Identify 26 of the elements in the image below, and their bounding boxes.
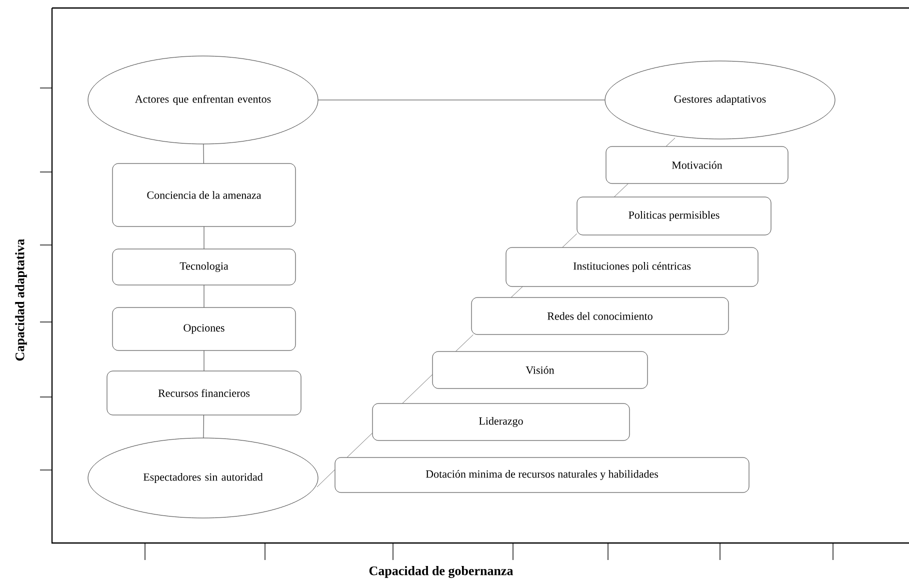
rounded-box: Dotación minima de recursos naturales y habilidades [334, 457, 750, 493]
rounded-box: Motivación [606, 146, 788, 184]
rounded-box: Liderazgo [372, 403, 630, 441]
ellipse-node: Espectadores sin autoridad [88, 438, 318, 518]
connector-line [614, 184, 628, 197]
connector-line [346, 432, 372, 458]
rounded-box: Tecnologia [112, 248, 296, 286]
rounded-box: Recursos financieros [106, 370, 302, 416]
rounded-box: Conciencia de la amenaza [112, 163, 296, 227]
rounded-box: Visión [432, 351, 648, 389]
axis-title: Capacidad de gobernanza [369, 566, 514, 578]
ellipse-node: Gestores adaptativos [604, 60, 836, 140]
connector-line [316, 470, 335, 488]
connector-line [456, 334, 474, 352]
connector-line [562, 234, 577, 248]
rounded-box: Opciones [112, 307, 296, 351]
connector-line [203, 144, 204, 164]
ellipse-node: Actores que enfrentan eventos [88, 56, 318, 144]
axis-title: Capacidad adaptativa [15, 238, 27, 361]
rounded-box: Politicas permisibles [576, 196, 772, 236]
rounded-box: Redes del conocimiento [471, 297, 729, 335]
connector-line [666, 138, 676, 146]
connector-line [402, 374, 432, 404]
connector-line [511, 286, 523, 298]
connector-line [203, 415, 204, 438]
rounded-box: Instituciones poli céntricas [506, 247, 758, 287]
